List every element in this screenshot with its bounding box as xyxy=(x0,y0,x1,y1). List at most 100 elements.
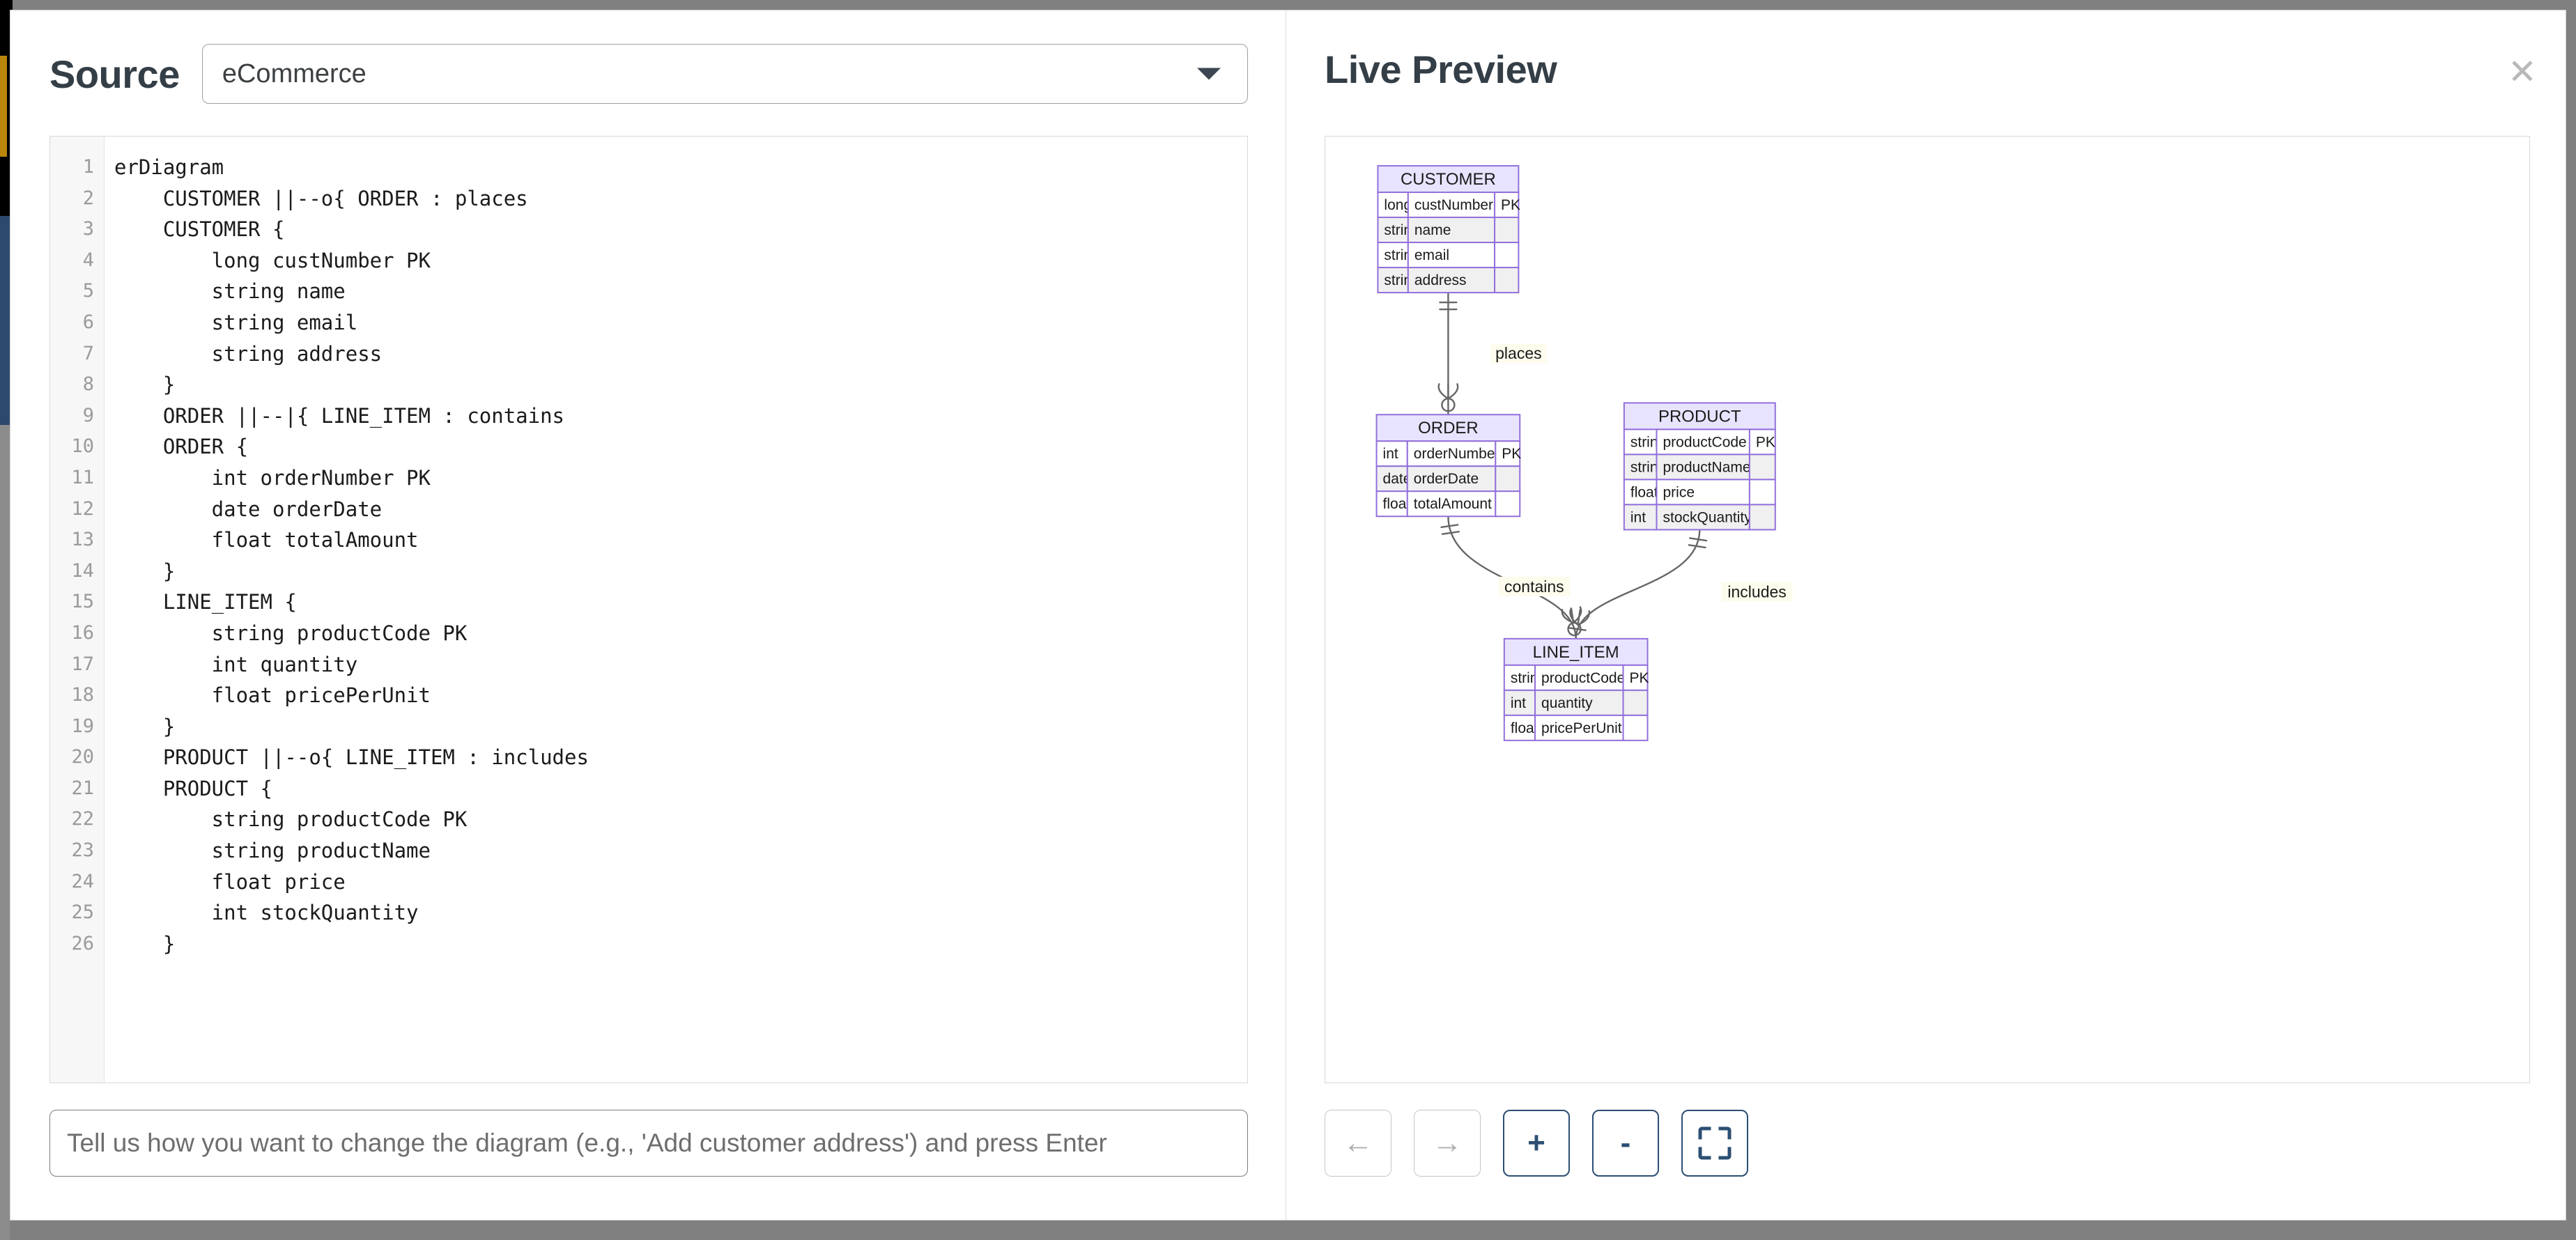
er-attribute-name: orderNumber xyxy=(1414,446,1500,462)
code-line: long custNumber PK xyxy=(114,248,431,272)
line-number: 7 xyxy=(82,342,94,364)
line-number: 15 xyxy=(71,591,94,613)
code-line: int orderNumber PK xyxy=(114,465,431,490)
code-line: LINE_ITEM { xyxy=(114,590,297,614)
er-attribute-key: PK xyxy=(1630,670,1649,686)
er-attribute-key: PK xyxy=(1756,434,1775,450)
line-number: 12 xyxy=(71,497,94,520)
er-attribute-name: stockQuantity xyxy=(1663,509,1752,525)
line-number: 2 xyxy=(82,187,94,209)
er-attribute-name: address xyxy=(1414,272,1467,288)
code-line: ORDER ||--|{ LINE_ITEM : contains xyxy=(114,403,565,428)
code-line: string productCode PK xyxy=(114,807,468,832)
er-entity-name: LINE_ITEM xyxy=(1533,643,1619,662)
er-attribute-name: custNumber xyxy=(1414,197,1493,213)
er-cardinality-exactly-one xyxy=(1688,537,1708,549)
line-number: 11 xyxy=(71,466,94,488)
code-line: erDiagram xyxy=(114,155,224,179)
fit-screen-button[interactable] xyxy=(1681,1110,1748,1177)
er-attribute-type: int xyxy=(1511,695,1526,711)
code-line: string productCode PK xyxy=(114,621,468,645)
arrow-right-icon: → xyxy=(1432,1126,1463,1160)
er-attribute-name: email xyxy=(1414,247,1449,263)
er-attribute-name: productCode xyxy=(1663,434,1746,450)
zoom-in-button[interactable]: + xyxy=(1503,1110,1570,1177)
line-number: 19 xyxy=(71,715,94,737)
line-number: 3 xyxy=(82,218,94,240)
line-number: 14 xyxy=(71,559,94,582)
code-line: } xyxy=(114,931,176,956)
er-attribute-type: long xyxy=(1384,197,1412,213)
code-line: string name xyxy=(114,279,346,304)
backdrop-stripe-grey xyxy=(0,425,10,1240)
line-number: 25 xyxy=(71,901,94,924)
preview-toolbar: ← → + - xyxy=(1325,1110,1748,1177)
prompt-placeholder: Tell us how you want to change the diagr… xyxy=(67,1129,1107,1157)
er-attribute-name: productName xyxy=(1663,459,1750,475)
close-icon[interactable]: ✕ xyxy=(2508,52,2537,91)
er-entity-name: PRODUCT xyxy=(1658,407,1741,426)
er-cardinality-exactly-one xyxy=(1440,524,1460,535)
line-number: 16 xyxy=(71,621,94,644)
line-number: 4 xyxy=(82,249,94,271)
minus-icon: - xyxy=(1620,1126,1631,1160)
line-number: 18 xyxy=(71,684,94,706)
code-line: float pricePerUnit xyxy=(114,683,431,708)
arrow-left-icon: ← xyxy=(1343,1126,1373,1160)
er-attribute-key: PK xyxy=(1501,197,1520,213)
er-cardinality-zero-or-more xyxy=(1437,383,1459,412)
line-number: 1 xyxy=(82,156,94,178)
line-number: 13 xyxy=(71,529,94,551)
code-line: PRODUCT { xyxy=(114,776,272,800)
line-number: 17 xyxy=(71,653,94,675)
chevron-down-icon xyxy=(1197,68,1221,80)
line-number: 22 xyxy=(71,808,94,830)
line-number: 5 xyxy=(82,280,94,302)
source-title: Source xyxy=(49,52,180,96)
code-line: string email xyxy=(114,310,358,334)
code-line: string productName xyxy=(114,839,431,863)
er-attribute-type: int xyxy=(1630,509,1646,525)
er-attribute-name: price xyxy=(1663,484,1695,500)
fit-screen-icon xyxy=(1698,1126,1732,1160)
pan-right-button[interactable]: → xyxy=(1414,1110,1481,1177)
er-attribute-type: float xyxy=(1383,496,1411,512)
line-number: 9 xyxy=(82,404,94,426)
code-line: CUSTOMER ||--o{ ORDER : places xyxy=(114,186,528,210)
plus-icon: + xyxy=(1527,1126,1545,1160)
code-line: float price xyxy=(114,869,346,894)
line-number: 6 xyxy=(82,311,94,333)
code-content[interactable]: erDiagram CUSTOMER ||--o{ ORDER : places… xyxy=(105,137,1247,1083)
preview-title: Live Preview xyxy=(1325,47,1557,91)
er-attribute-type: date xyxy=(1383,471,1412,487)
code-line: PRODUCT ||--o{ LINE_ITEM : includes xyxy=(114,745,589,770)
diagram-select-value: eCommerce xyxy=(222,59,367,88)
code-line: int quantity xyxy=(114,652,358,676)
er-relationship-label: places xyxy=(1495,344,1541,362)
diagram-select[interactable]: eCommerce xyxy=(201,44,1248,104)
code-line: int stockQuantity xyxy=(114,901,419,925)
er-attribute-name: pricePerUnit xyxy=(1541,720,1622,736)
pan-left-button[interactable]: ← xyxy=(1325,1110,1391,1177)
code-line: CUSTOMER { xyxy=(114,217,285,242)
er-entity-name: ORDER xyxy=(1418,419,1479,437)
prompt-input[interactable]: Tell us how you want to change the diagr… xyxy=(49,1110,1248,1177)
zoom-out-button[interactable]: - xyxy=(1592,1110,1659,1177)
code-line: } xyxy=(114,373,176,397)
er-cardinality-one-or-more xyxy=(1568,607,1591,631)
er-entity-name: CUSTOMER xyxy=(1401,170,1496,189)
line-number: 24 xyxy=(71,870,94,892)
line-number: 21 xyxy=(71,777,94,799)
er-attribute-name: productCode xyxy=(1541,670,1625,686)
er-attribute-name: orderDate xyxy=(1414,471,1479,487)
